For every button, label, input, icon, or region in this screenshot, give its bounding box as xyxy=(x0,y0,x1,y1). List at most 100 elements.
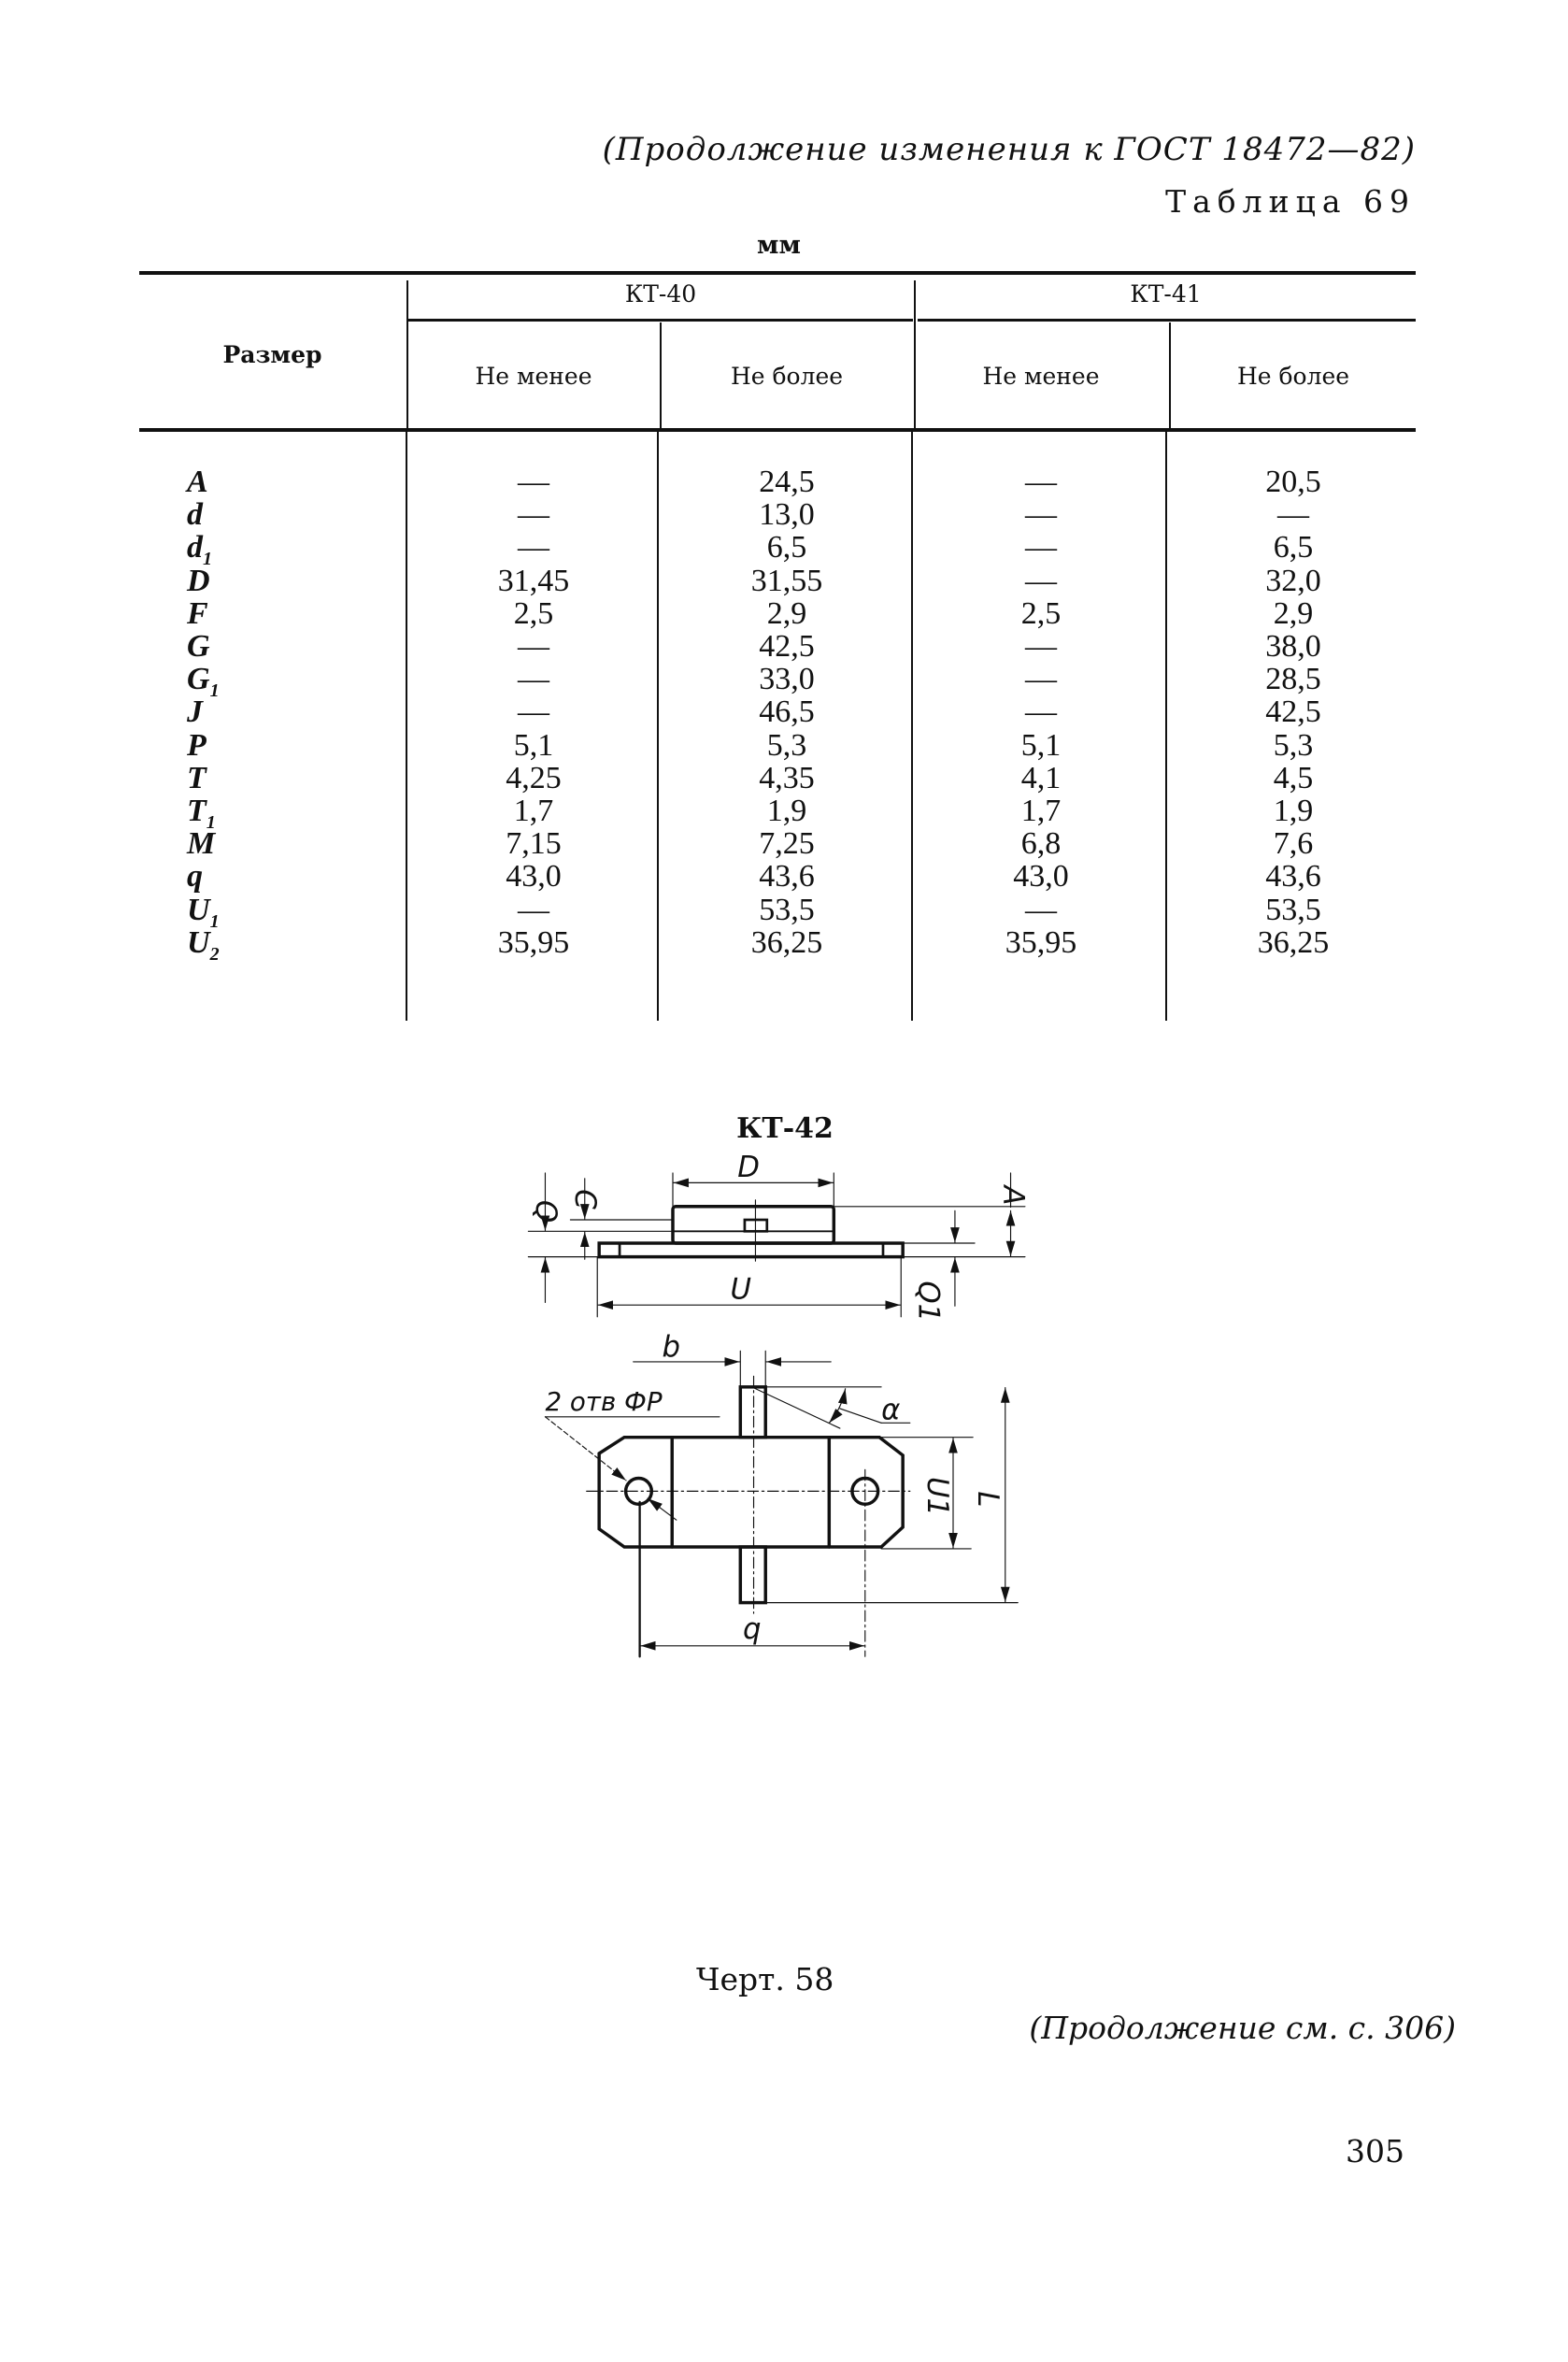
header-bottom-rule xyxy=(139,428,1416,432)
table-cell: — xyxy=(1277,497,1309,533)
row-label: J xyxy=(187,695,243,728)
table-cell: — xyxy=(518,694,549,730)
row-label: d xyxy=(187,498,243,531)
table-cell: 31,55 xyxy=(750,563,823,598)
table-cell: 4,1 xyxy=(1020,760,1062,795)
table-cell: 53,5 xyxy=(759,892,815,927)
col-divider xyxy=(660,322,662,430)
header-group-kt41: КТ-41 xyxy=(1130,280,1202,308)
table-cell: — xyxy=(1025,497,1057,533)
dim-label-L: L xyxy=(971,1491,1005,1507)
row-label: q xyxy=(187,860,243,893)
table-cell: — xyxy=(518,629,549,664)
table-cell: 35,95 xyxy=(497,924,570,960)
table-cell: 7,6 xyxy=(1273,826,1314,862)
table-cell: 2,5 xyxy=(513,595,554,631)
dim-label-A: A xyxy=(996,1183,1030,1205)
header-group-kt40: КТ-40 xyxy=(624,280,697,308)
table-cell: 2,9 xyxy=(766,595,807,631)
table-cell: — xyxy=(1025,892,1057,927)
table-cell: 6,5 xyxy=(1273,530,1314,565)
table-cell: 35,95 xyxy=(1005,924,1077,960)
row-label: F xyxy=(187,597,243,630)
table-cell: 43,6 xyxy=(1265,859,1321,895)
dim-label-D: D xyxy=(737,1151,760,1184)
table-cell: 6,8 xyxy=(1020,826,1062,862)
dim-label-b: b xyxy=(662,1330,680,1364)
plan-view xyxy=(597,1385,905,1605)
col-divider xyxy=(1169,322,1171,430)
table-cell: 2,9 xyxy=(1273,595,1314,631)
table-cell: 43,0 xyxy=(506,859,562,895)
row-label: T1 xyxy=(187,794,243,839)
row-subscript: 1 xyxy=(206,811,216,833)
dim-label-U: U xyxy=(731,1273,752,1307)
group-rule-1 xyxy=(408,319,913,322)
table-cell: — xyxy=(518,662,549,697)
table-cell: 4,35 xyxy=(759,760,815,795)
table-cell: 42,5 xyxy=(1265,694,1321,730)
row-symbol: T xyxy=(187,794,207,828)
table-cell: 24,5 xyxy=(759,465,815,499)
holes-note: 2 отв ФP xyxy=(545,1386,662,1417)
table-cell: 4,5 xyxy=(1273,760,1314,795)
col-divider xyxy=(406,280,408,430)
table-cell: 1,7 xyxy=(1020,794,1062,828)
row-symbol: d xyxy=(187,497,203,533)
table-cell: 20,5 xyxy=(1265,465,1321,499)
table-cell: — xyxy=(1025,530,1057,565)
row-symbol: G xyxy=(187,662,210,697)
row-symbol: U xyxy=(187,924,210,960)
dim-label-U1: U1 xyxy=(920,1477,954,1516)
kt42-technical-drawing: D Q C A Q1 U b 2 отв ФP α U1 L q xyxy=(527,1151,1030,1658)
table-cell: 43,6 xyxy=(759,859,815,895)
row-subscript: 1 xyxy=(209,910,220,932)
table-cell: 5,3 xyxy=(766,727,807,763)
col-divider xyxy=(406,432,407,1021)
table-cell: 32,0 xyxy=(1265,563,1321,598)
col-divider xyxy=(914,280,916,430)
header-max: Не более xyxy=(730,363,844,390)
table-cell: 1,9 xyxy=(766,794,807,828)
table-cell: 31,45 xyxy=(497,563,570,598)
unit-label: мм xyxy=(757,231,801,260)
table-cell: 36,25 xyxy=(1257,924,1330,960)
row-subscript: 1 xyxy=(209,680,220,701)
col-divider xyxy=(911,432,913,1021)
row-subscript: 2 xyxy=(209,943,220,965)
table-cell: 33,0 xyxy=(759,662,815,697)
table-cell: 2,5 xyxy=(1020,595,1062,631)
dim-label-Q: Q xyxy=(529,1200,563,1223)
table-label: Таблица 69 xyxy=(1165,183,1416,220)
row-label: M xyxy=(187,827,243,860)
row-label: P xyxy=(187,729,243,762)
drawing-title: КТ-42 xyxy=(736,1112,834,1145)
header-min: Не менее xyxy=(475,363,592,390)
table-cell: 4,25 xyxy=(506,760,562,795)
continuation-footer: (Продолжение см. с. 306) xyxy=(1029,2010,1456,2046)
table-cell: 42,5 xyxy=(759,629,815,664)
col-divider xyxy=(657,432,659,1021)
table-cell: 1,9 xyxy=(1273,794,1314,828)
table-cell: — xyxy=(518,497,549,533)
header-size: Размер xyxy=(222,341,322,368)
dim-label-C: C xyxy=(568,1189,602,1210)
row-label: A xyxy=(187,465,243,498)
row-label: T xyxy=(187,762,243,794)
continuation-header: (Продолжение изменения к ГОСТ 18472—82) xyxy=(602,131,1416,168)
table-cell: 43,0 xyxy=(1013,859,1069,895)
row-label: D xyxy=(187,565,243,597)
row-symbol: d xyxy=(187,530,203,565)
row-symbol: P xyxy=(187,727,207,763)
table-cell: 5,1 xyxy=(1020,727,1062,763)
table-cell: 36,25 xyxy=(750,924,823,960)
table-cell: — xyxy=(1025,563,1057,598)
group-rule-2 xyxy=(918,319,1416,322)
table-cell: 7,25 xyxy=(759,826,815,862)
table-cell: 46,5 xyxy=(759,694,815,730)
table-cell: 7,15 xyxy=(506,826,562,862)
row-label: U1 xyxy=(187,894,243,938)
row-symbol: U xyxy=(187,892,210,927)
figure-caption: Черт. 58 xyxy=(696,1961,834,1997)
row-label: G1 xyxy=(187,663,243,708)
